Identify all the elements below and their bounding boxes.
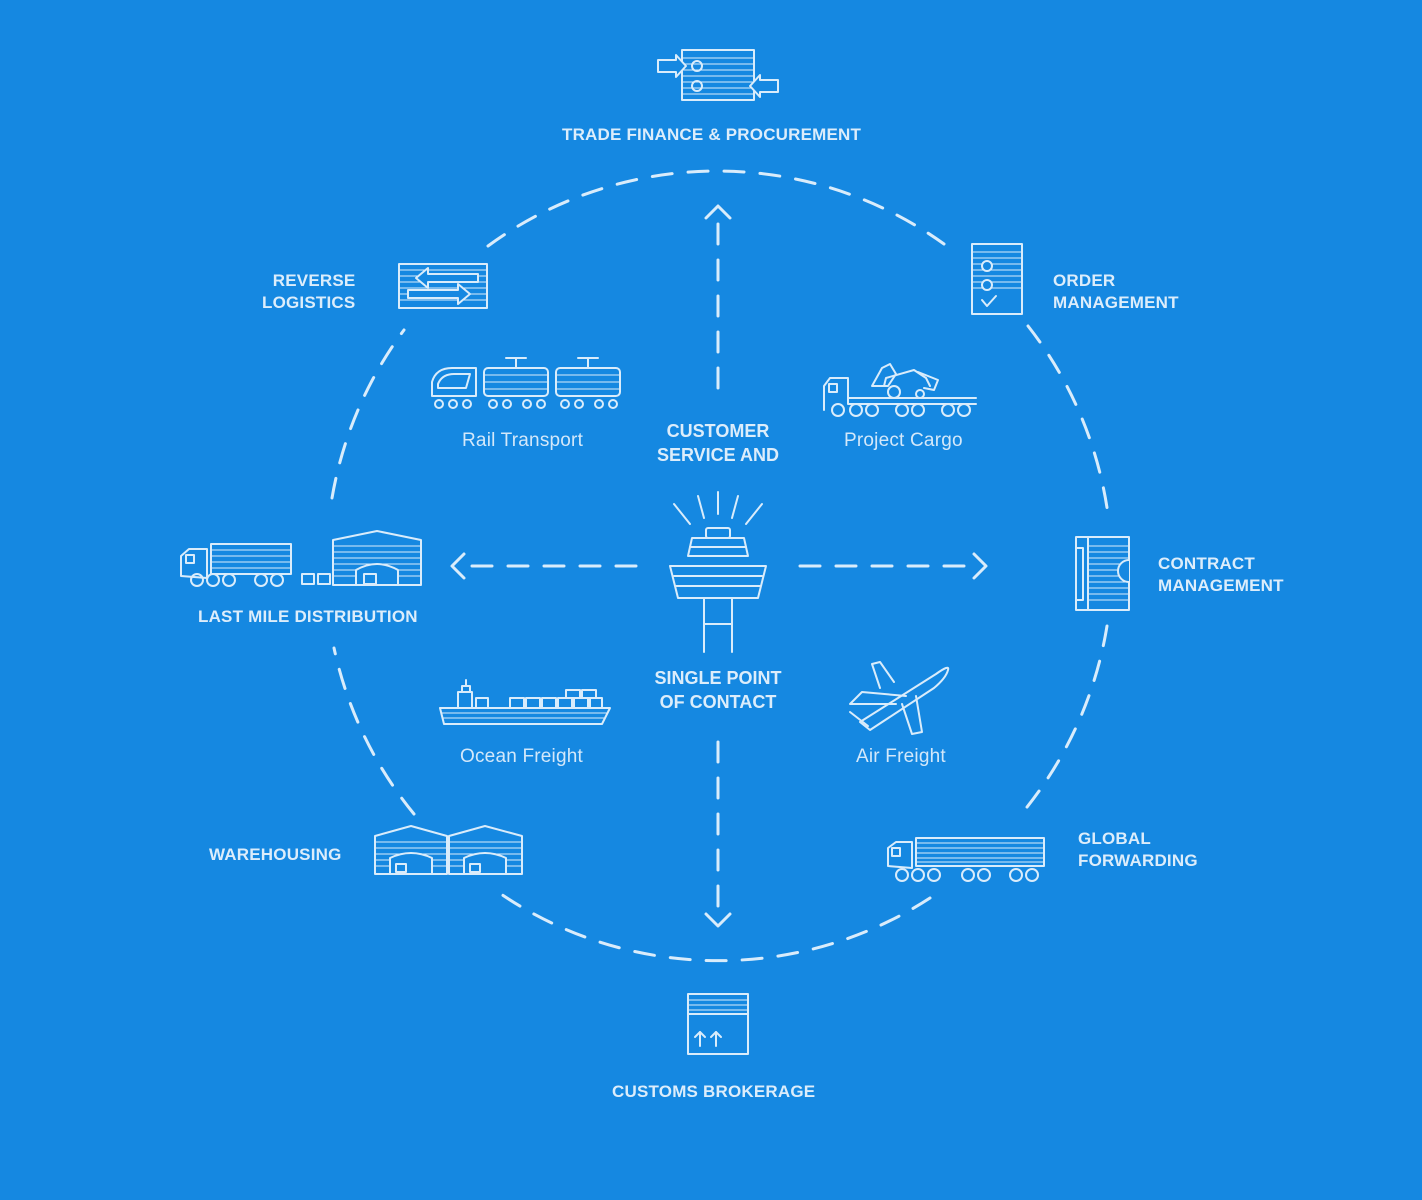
customs-brokerage-label: CUSTOMS BROKERAGE [612, 1082, 816, 1101]
air-freight-label: Air Freight [856, 746, 946, 767]
train-icon [432, 358, 620, 408]
reverse-logistics-label: REVERSE LOGISTICS [262, 271, 356, 312]
customs-box-icon [688, 994, 748, 1054]
last-mile-label: LAST MILE DISTRIBUTION [198, 607, 418, 626]
center-bottom-text: SINGLE POINT OF CONTACT [654, 668, 782, 712]
center-top-text: CUSTOMER SERVICE AND [656, 421, 780, 465]
rail-transport-label: Rail Transport [462, 430, 584, 451]
container-ship-icon [440, 680, 610, 724]
warehousing-label: WAREHOUSING [209, 845, 342, 864]
project-cargo-label: Project Cargo [844, 430, 963, 451]
warehouse-icon [375, 826, 522, 874]
order-document-icon [972, 244, 1022, 314]
truck-trailer-icon [888, 838, 1044, 881]
dashed-circle [332, 171, 1109, 961]
reverse-arrows-icon [399, 264, 487, 308]
trade-finance-label: TRADE FINANCE & PROCUREMENT [562, 125, 862, 144]
truck-warehouse-icon [181, 531, 421, 586]
airplane-icon [850, 662, 948, 734]
dashed-arrows [452, 206, 986, 926]
order-management-label: ORDER MANAGEMENT [1053, 271, 1179, 312]
global-forwarding-label: GLOBAL FORWARDING [1078, 829, 1198, 870]
contract-document-icon [1076, 537, 1129, 610]
heavy-cargo-truck-icon [824, 364, 976, 416]
trade-finance-icon [658, 50, 778, 100]
control-tower-icon [670, 492, 766, 652]
contract-management-label: CONTRACT MANAGEMENT [1158, 554, 1284, 595]
ocean-freight-label: Ocean Freight [460, 746, 583, 767]
